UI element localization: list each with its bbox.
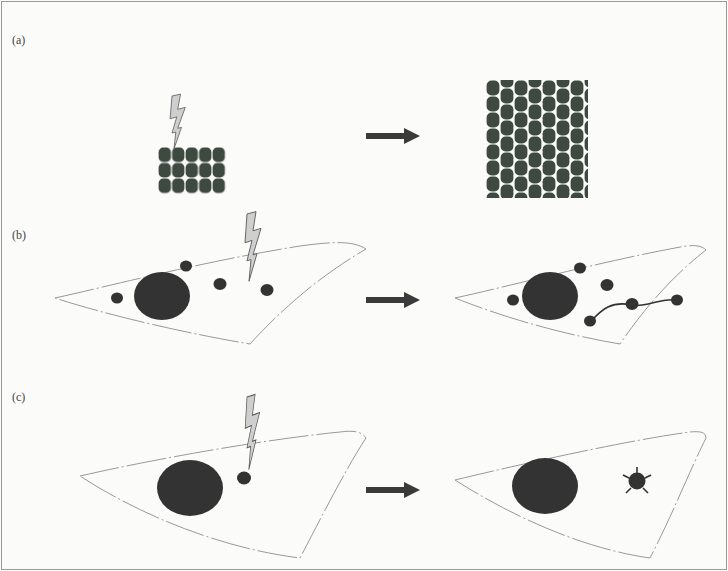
panel-label: (a): [12, 34, 25, 47]
panel-b: [55, 212, 706, 344]
panel-label: (b): [12, 229, 26, 242]
panel-a: [158, 80, 588, 198]
panel-label: (c): [12, 391, 25, 404]
panel-c: [80, 394, 706, 558]
